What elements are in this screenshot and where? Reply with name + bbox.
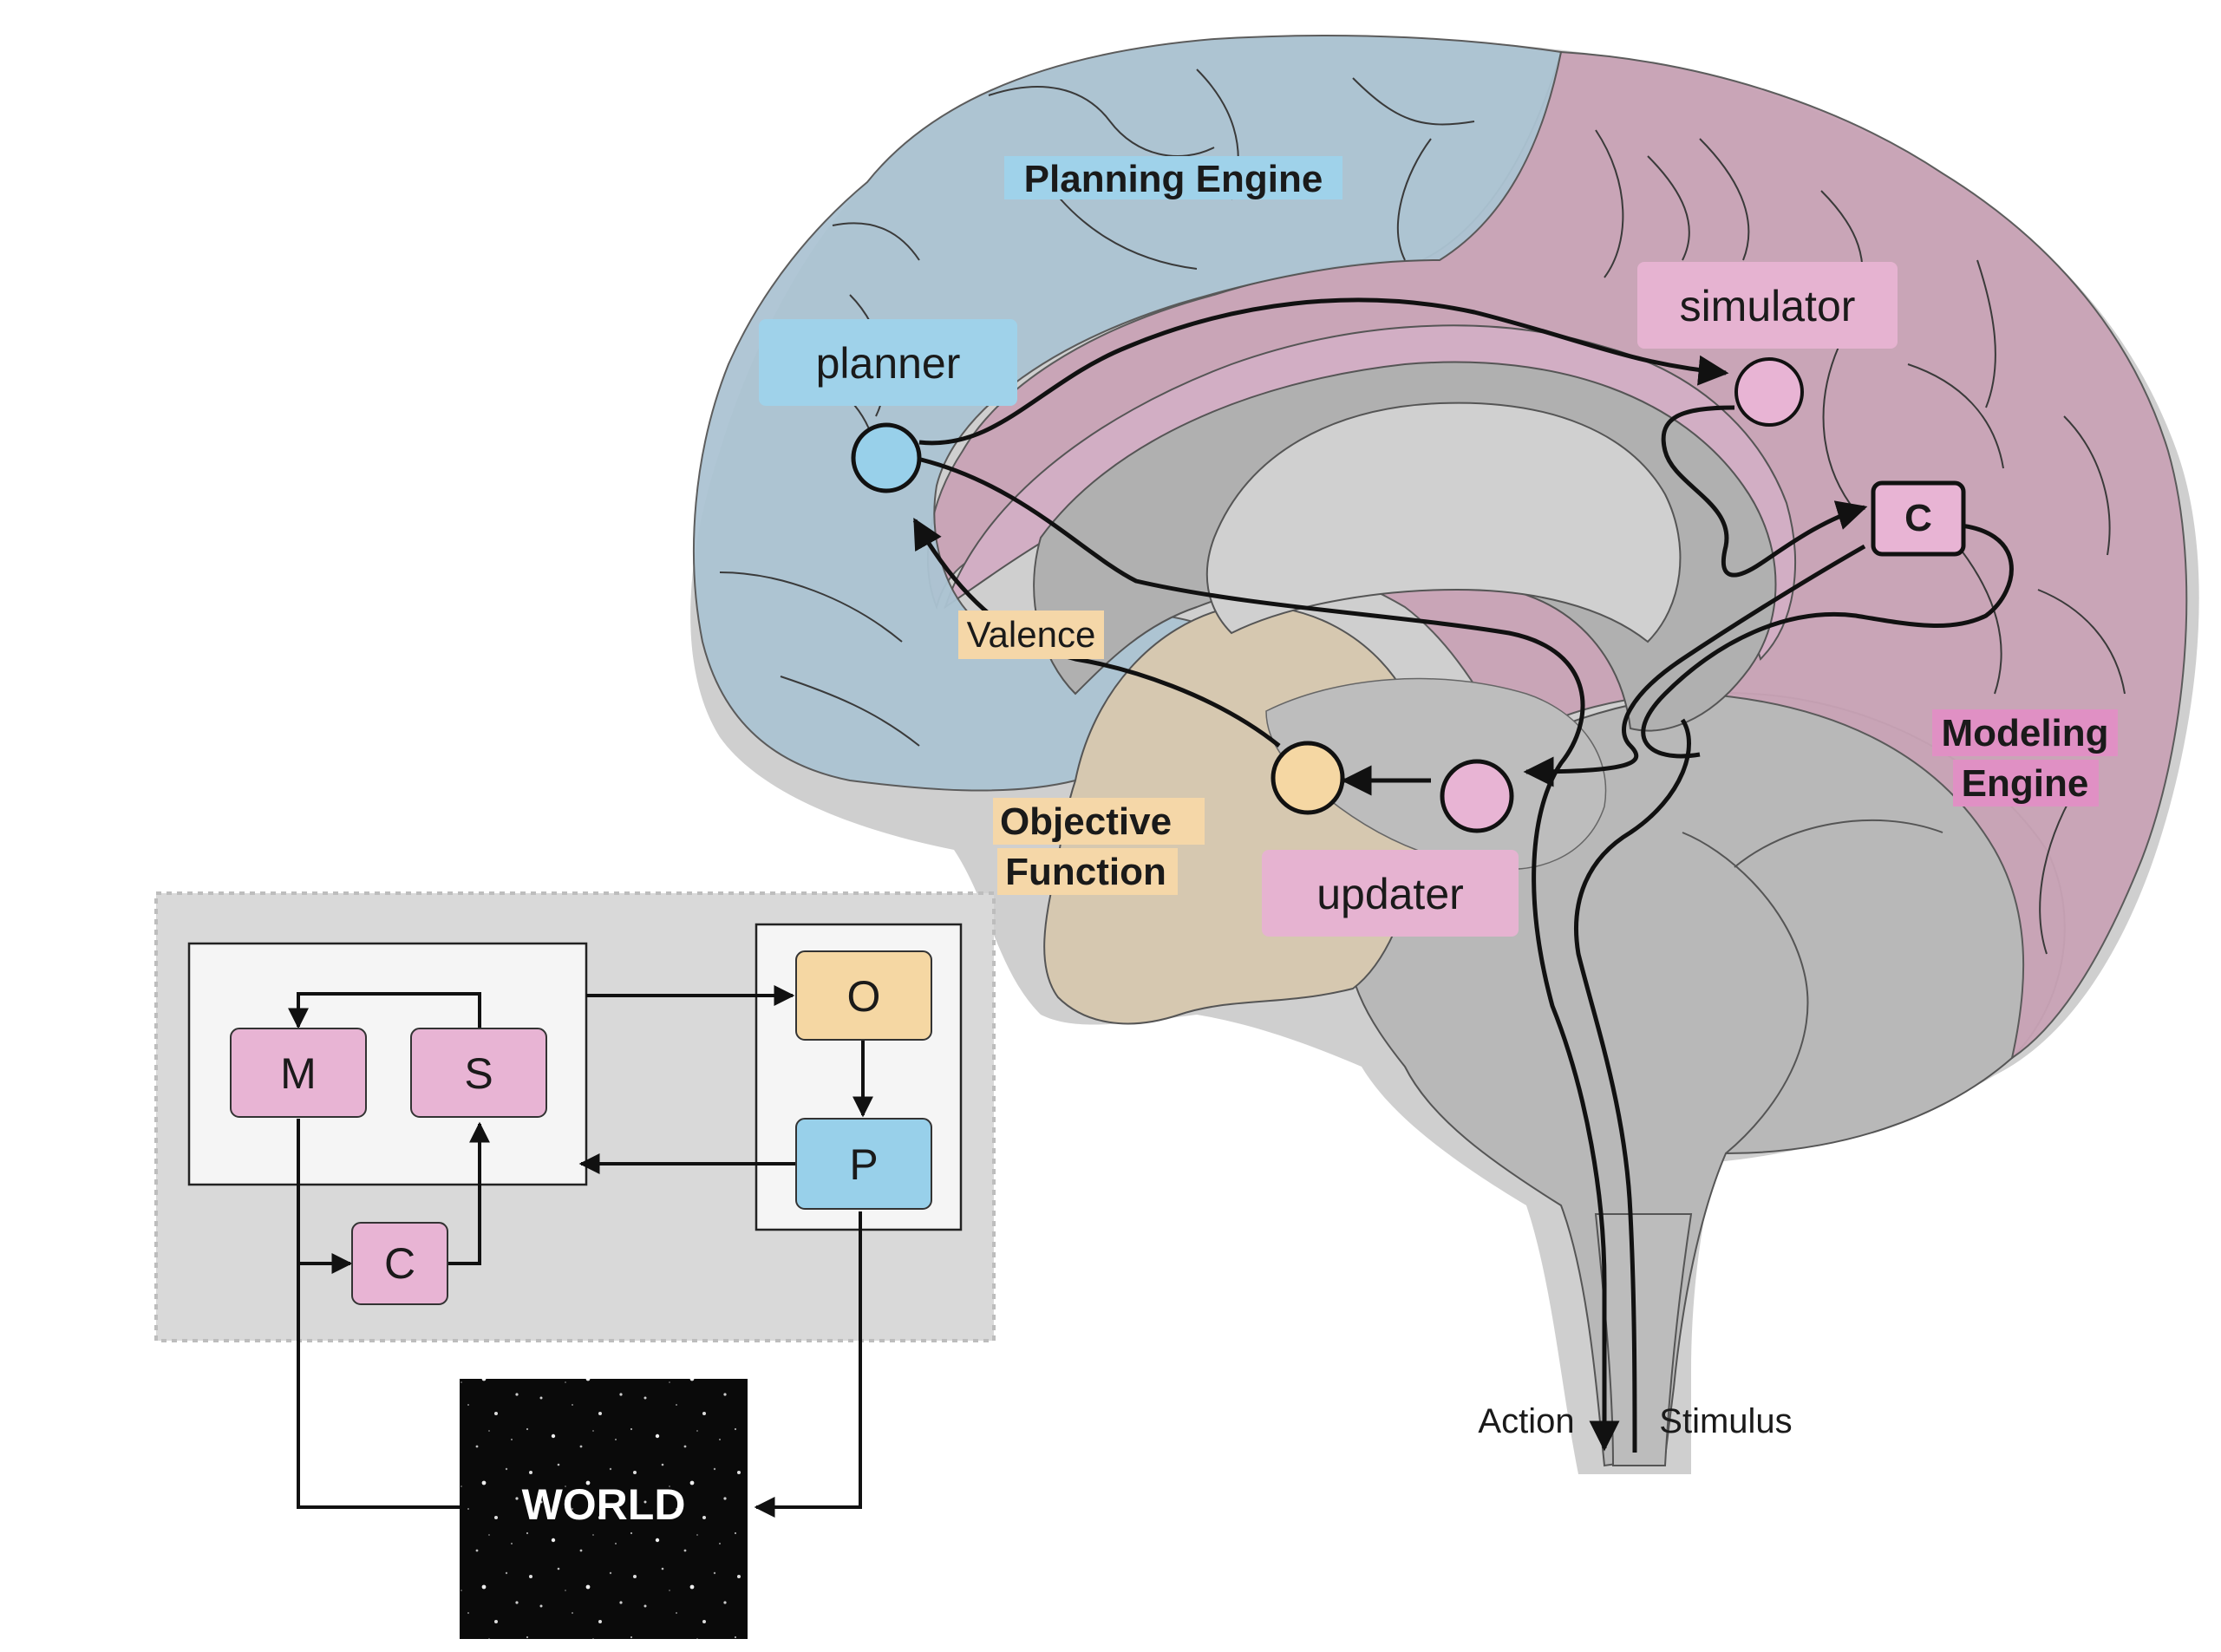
s-node [410, 1028, 547, 1118]
p-to-world-edge [754, 1211, 862, 1518]
c-brain-label: C [1904, 497, 1932, 539]
p-node [795, 1118, 932, 1210]
c-to-updater-path [1523, 544, 1866, 787]
world-label: WORLD [522, 1480, 686, 1529]
planner-label: planner [816, 339, 961, 388]
c-loop-path [1641, 522, 2014, 759]
world-image [460, 1379, 748, 1639]
modeling-engine-label-line2: Engine [1962, 762, 2089, 805]
simulator-label: simulator [1680, 282, 1856, 330]
c-node [351, 1222, 448, 1305]
brain-connections [912, 297, 2014, 1453]
simulator-to-c-path [1661, 405, 1868, 578]
action-label: Action [1478, 1402, 1574, 1440]
modeling-engine-label-line1: Modeling [1941, 712, 2108, 754]
updater-label: updater [1316, 870, 1464, 918]
planning-engine-region [693, 34, 1563, 792]
o-label: O [847, 972, 881, 1021]
m-node [230, 1028, 367, 1118]
objective-function-label-line1: Objective [1000, 800, 1172, 843]
p-label: P [849, 1140, 878, 1189]
stimulus-path [1574, 718, 1691, 1453]
valence-label: Valence [967, 614, 1096, 655]
planner-node [851, 422, 922, 493]
schematic-edges [288, 985, 873, 1518]
simulator-node [1734, 357, 1804, 427]
updater-node [1440, 759, 1514, 833]
s-label: S [464, 1049, 493, 1098]
o-node [795, 950, 932, 1041]
objective-node [1271, 741, 1345, 815]
planner-to-simulator-path [918, 297, 1729, 446]
brain-nodes [851, 357, 1966, 833]
planning-engine-label: Planning Engine [1024, 158, 1323, 200]
objective-function-label-line2: Function [1005, 851, 1166, 893]
c-brain-node [1871, 480, 1966, 557]
m-label: M [280, 1049, 317, 1098]
s-to-m-edge [288, 992, 481, 1029]
c-label: C [384, 1239, 415, 1288]
planner-to-action-path [920, 457, 1620, 1452]
world-to-m-edge [297, 1263, 460, 1509]
brain-labels: Planning Engine planner simulator C Vale… [759, 156, 2118, 1440]
schematic-diagram: M S C O P WORLD [154, 891, 996, 1639]
c-to-s-edge [447, 1121, 490, 1265]
stimulus-label: Stimulus [1659, 1402, 1792, 1440]
